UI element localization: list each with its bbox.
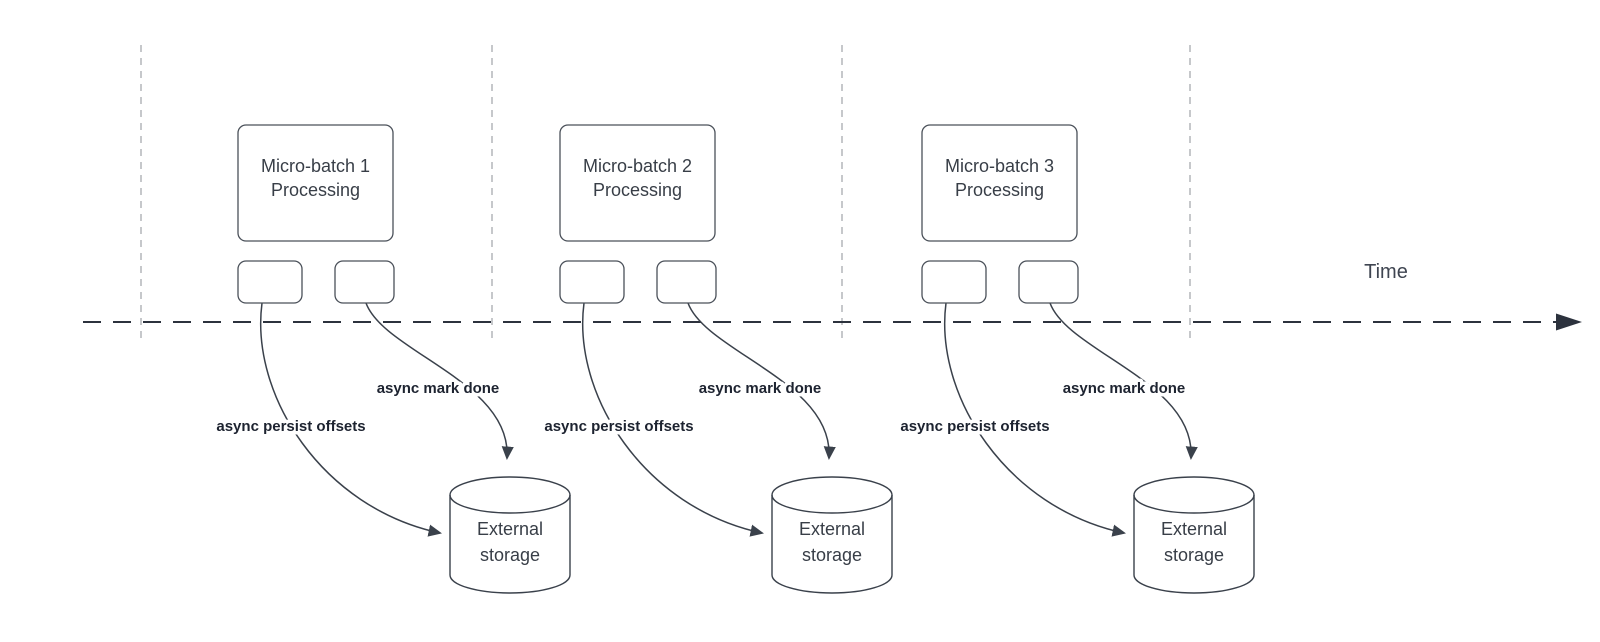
micro-batch-1-title-line1: Micro-batch 1 [261,156,370,176]
micro-batch-1-storage-label-line2: storage [480,545,540,565]
micro-batch-1-external-storage-cylinder [449,476,571,594]
micro-batch-3-box [921,124,1078,242]
micro-batch-3-title-line2: Processing [955,180,1044,200]
micro-batch-2-storage-label-line2: storage [802,545,862,565]
micro-batch-2-cylinder-rim [771,494,893,514]
micro-batch-1-mark-done-arrow [365,302,514,461]
micro-batch-3-cylinder-rim [1133,494,1255,514]
micro-batch-1-box [237,124,394,242]
micro-batch-3-task-right [1018,260,1079,304]
time-axis-arrowhead-icon [1556,313,1582,331]
micro-batch-1-group: Micro-batch 1 Processing External storag… [213,124,571,594]
micro-batch-3-storage-label-line2: storage [1164,545,1224,565]
micro-batch-2-title-line1: Micro-batch 2 [583,156,692,176]
micro-batch-1-mark-done-label: async mark done [377,380,500,397]
micro-batch-3-task-left [921,260,987,304]
micro-batch-2-external-storage-cylinder [771,476,893,594]
batch-interval-separators [140,45,1191,340]
micro-batch-3-title-line1: Micro-batch 3 [945,156,1054,176]
micro-batch-3-storage-label-line1: External [1161,519,1227,539]
micro-batch-1-persist-offsets-arrow [260,302,442,537]
micro-batch-2-persist-offsets-arrow [582,302,764,537]
micro-batch-2-task-left [559,260,625,304]
micro-batch-2-group: Micro-batch 2 Processing External storag… [541,124,893,594]
micro-batch-2-task-right [656,260,717,304]
micro-batch-2-box [559,124,716,242]
micro-batch-3-external-storage-cylinder [1133,476,1255,594]
micro-batch-1-persist-offsets-label: async persist offsets [216,418,365,435]
micro-batch-2-storage-label-line1: External [799,519,865,539]
micro-batch-1-task-right [334,260,395,304]
micro-batch-3-mark-done-arrow [1049,302,1198,461]
micro-batch-3-group: Micro-batch 3 Processing External storag… [897,124,1255,594]
micro-batch-2-mark-done-arrow [687,302,836,461]
micro-batch-2-persist-offsets-label: async persist offsets [544,418,693,435]
micro-batch-2-title-line2: Processing [593,180,682,200]
micro-batch-2-mark-done-label: async mark done [699,380,822,397]
micro-batch-1-title-line2: Processing [271,180,360,200]
micro-batch-3-persist-offsets-label: async persist offsets [900,418,1049,435]
micro-batch-1-task-left [237,260,303,304]
time-axis-label: Time [1364,261,1408,283]
micro-batch-1-storage-label-line1: External [477,519,543,539]
micro-batch-3-mark-done-label: async mark done [1063,380,1186,397]
micro-batch-3-persist-offsets-arrow [944,302,1126,537]
micro-batch-1-cylinder-rim [449,494,571,514]
